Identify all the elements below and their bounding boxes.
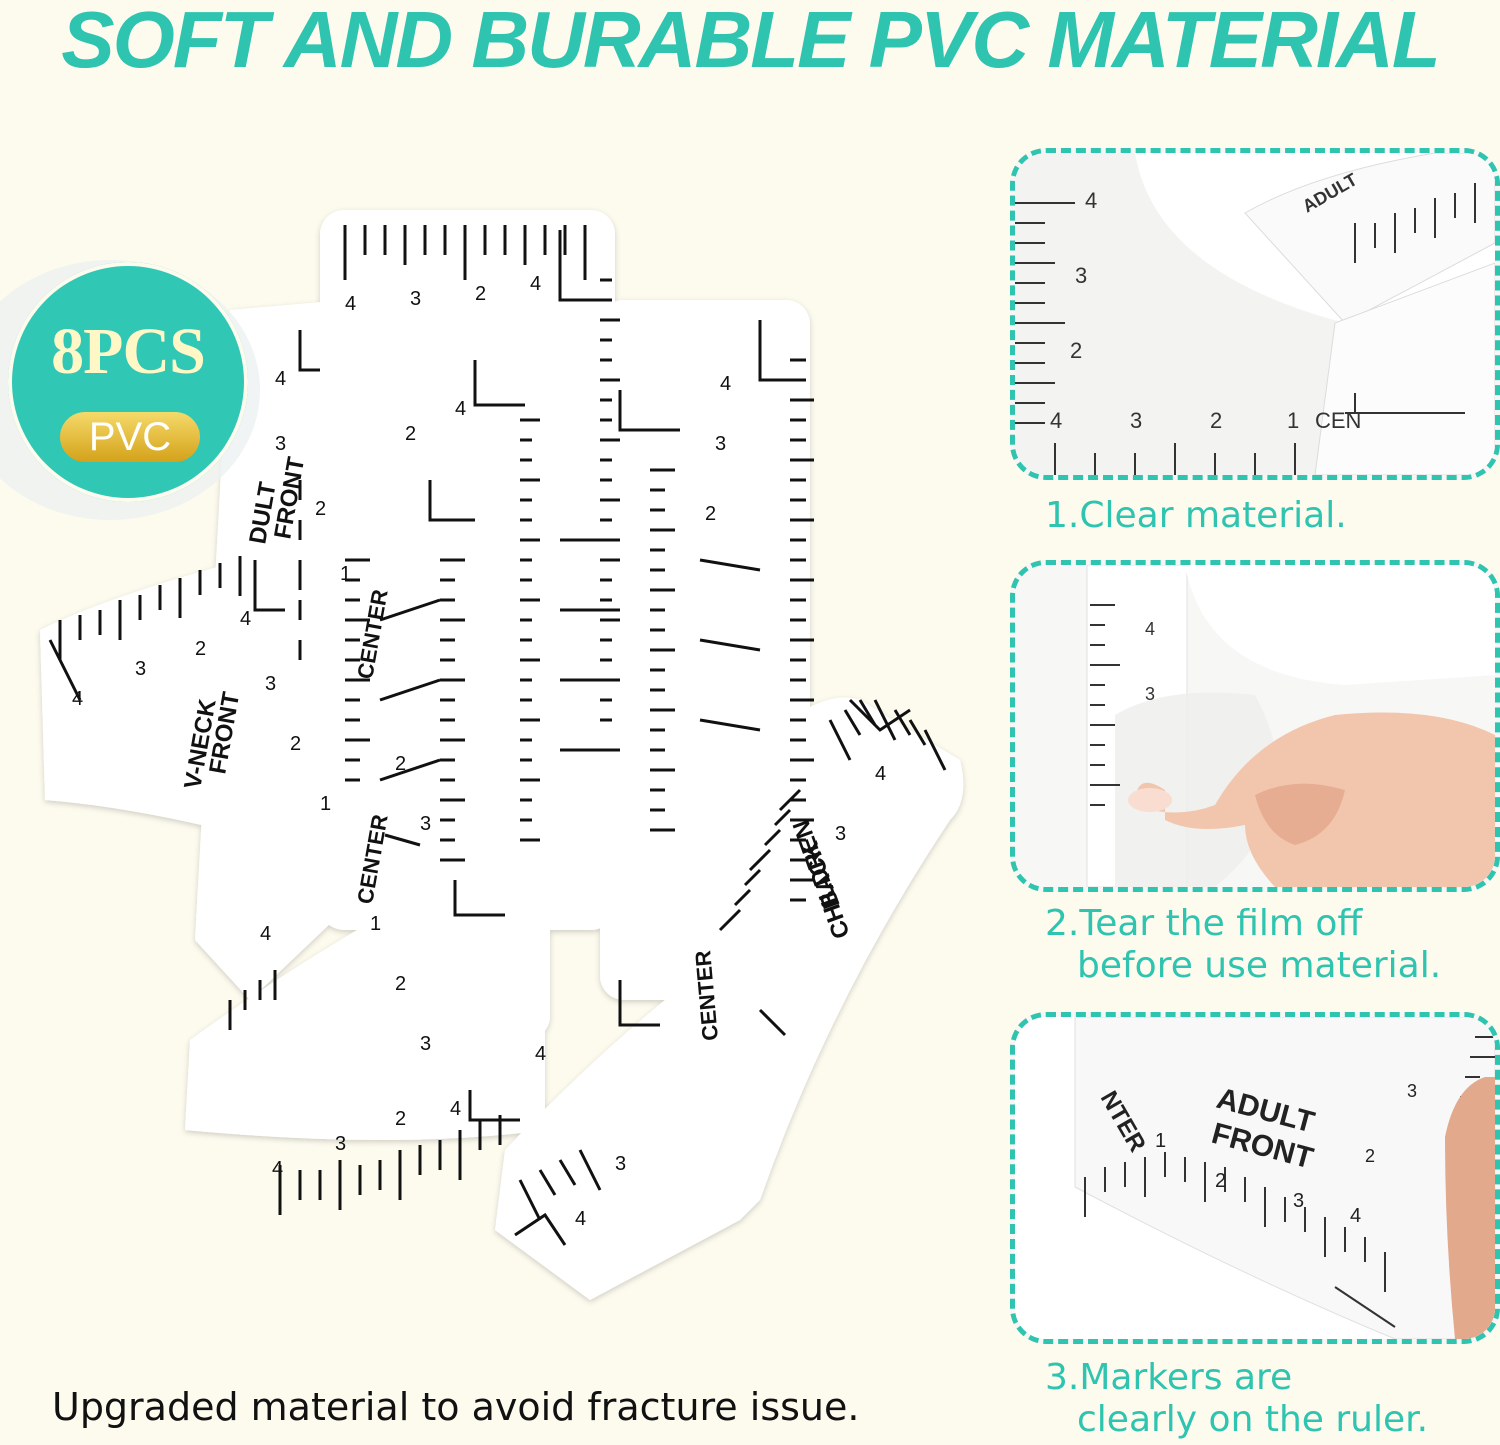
ruler-number: 3 (835, 823, 846, 845)
ruler-number: 4 (240, 608, 251, 630)
ruler-number: 4 (575, 1208, 586, 1230)
ruler-number: 3 (275, 433, 286, 455)
ruler-number: 4 (530, 273, 541, 295)
panel-3-number: 2 (1365, 1146, 1375, 1166)
panel-3-caption-line2: clearly on the ruler. (1077, 1399, 1429, 1440)
panel-3-number: 1 (1155, 1130, 1166, 1152)
ruler-number: 4 (875, 763, 886, 785)
ruler-number: 1 (340, 563, 351, 585)
ruler-number: 4 (345, 293, 356, 315)
ruler-number: 3 (715, 433, 726, 455)
panel-1-number: 3 (1130, 408, 1142, 433)
ruler-number: 4 (450, 1098, 461, 1120)
ruler-number: 3 (265, 673, 276, 695)
badge-material-pill: PVC (60, 412, 200, 462)
ruler-number: 4 (535, 1043, 546, 1065)
ruler-number: 3 (420, 813, 431, 835)
panel-1-illustration: 4 3 2 4 3 2 1 CEN ADULT (1015, 153, 1495, 475)
ruler-number: 4 (455, 398, 466, 420)
ruler-number: 3 (135, 658, 146, 680)
panel-2-caption-line2: before use material. (1077, 945, 1442, 986)
panel-2-number: 4 (1145, 619, 1155, 639)
ruler-number: 4 (272, 1158, 283, 1180)
ruler-number: 4 (275, 368, 286, 390)
panel-3-number: 4 (1350, 1205, 1361, 1227)
ruler-number: 4 (260, 923, 271, 945)
badge-count: 8PCS (51, 315, 206, 388)
ruler-number: 2 (475, 283, 486, 305)
panel-3-number: 3 (1407, 1081, 1417, 1101)
ruler-number: 2 (395, 753, 406, 775)
ruler-number: 2 (395, 1108, 406, 1130)
panel-1-caption: 1.Clear material. (1045, 495, 1347, 537)
ruler-number: 2 (195, 638, 206, 660)
panel-2-caption-line1: 2.Tear the film off (1045, 903, 1363, 944)
ruler-number: 1 (320, 793, 331, 815)
panel-1-number: 2 (1210, 408, 1222, 433)
panel-1-center: CEN (1315, 408, 1361, 433)
ruler-number: 4 (72, 688, 83, 710)
ruler-number: 2 (705, 503, 716, 525)
ruler-number: 2 (290, 733, 301, 755)
panel-tear-film: 3 4 (1010, 560, 1500, 892)
panel-1-number: 1 (1287, 408, 1299, 433)
ruler-number: 3 (420, 1033, 431, 1055)
bottom-caption: Upgraded material to avoid fracture issu… (52, 1385, 860, 1429)
headline: SOFT AND BURABLE PVC MATERIAL (61, 0, 1441, 84)
ruler-number: 4 (720, 373, 731, 395)
ruler-number: 3 (615, 1153, 626, 1175)
panel-2-illustration: 3 4 (1015, 565, 1495, 887)
panel-markers: ADULT FRONT NTER 1 2 3 4 3 2 (1010, 1012, 1500, 1344)
panel-3-number: 3 (1293, 1190, 1304, 1212)
panel-3-number: 2 (1215, 1170, 1226, 1192)
panel-3-illustration: ADULT FRONT NTER 1 2 3 4 3 2 (1015, 1017, 1495, 1339)
ruler-number: 3 (335, 1133, 346, 1155)
ruler-number: 1 (370, 913, 381, 935)
panel-1-number: 2 (1070, 338, 1082, 363)
panel-1-number: 3 (1075, 263, 1087, 288)
panel-1-number: 4 (1085, 188, 1097, 213)
panel-1-caption-line1: 1.Clear material. (1045, 495, 1347, 536)
ruler-number: 2 (405, 423, 416, 445)
pcs-badge: 8PCS PVC (8, 262, 248, 502)
ruler-number: 2 (395, 973, 406, 995)
panel-3-caption-line1: 3.Markers are (1045, 1357, 1293, 1398)
panel-clear-material: 4 3 2 4 3 2 1 CEN ADULT (1010, 148, 1500, 480)
panel-1-number: 4 (1050, 408, 1062, 433)
panel-2-number: 3 (1145, 684, 1155, 704)
ruler-number: 2 (315, 498, 326, 520)
rulers-illustration: V-NECK FRONT DULT FRONT CENTER CENTER CE… (40, 210, 964, 1300)
ruler-number: 3 (410, 288, 421, 310)
